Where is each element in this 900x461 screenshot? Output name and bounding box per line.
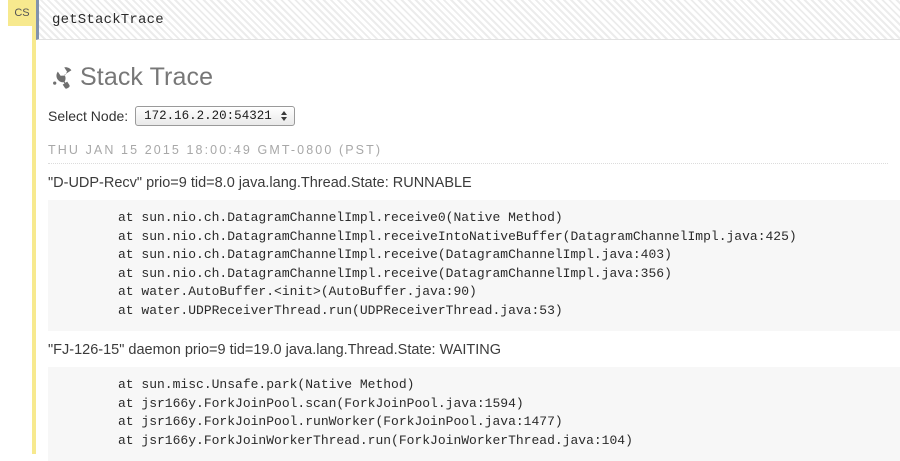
node-select-value: 172.16.2.20:54321 (144, 109, 272, 123)
select-node-label: Select Node: (48, 108, 129, 124)
thread-header: "D-UDP-Recv" prio=9 tid=8.0 java.lang.Th… (48, 175, 472, 191)
trace-timestamp: THU JAN 15 2015 18:00:49 GMT-0800 (PST) (48, 143, 888, 164)
stack-frame-line: at sun.nio.ch.DatagramChannelImpl.receiv… (118, 210, 563, 225)
stack-frame-line: at water.AutoBuffer.<init>(AutoBuffer.ja… (118, 284, 477, 299)
wrench-icon (53, 67, 72, 89)
page-title: Stack Trace (80, 62, 214, 91)
stack-frame-block: at sun.nio.ch.DatagramChannelImpl.receiv… (48, 200, 900, 331)
stack-frame-line: at jsr166y.ForkJoinPool.scan(ForkJoinPoo… (118, 395, 524, 411)
stack-frame-line: at jsr166y.ForkJoinWorkerThread.run(Fork… (118, 432, 633, 448)
command-name: getStackTrace (52, 11, 164, 28)
stack-frame-line: at sun.nio.ch.DatagramChannelImpl.receiv… (118, 247, 672, 262)
stack-frame-line: at sun.nio.ch.DatagramChannelImpl.receiv… (118, 265, 672, 281)
stack-trace-panel: Stack Trace Select Node: 172.16.2.20:543… (36, 40, 900, 461)
stack-frame-line: at water.UDPReceiverThread.run(UDPReceiv… (118, 302, 563, 318)
stack-frame-line: at sun.nio.ch.DatagramChannelImpl.receiv… (118, 228, 797, 244)
select-node-row: Select Node: 172.16.2.20:54321 (48, 105, 900, 127)
stack-frame-line: at sun.misc.Unsafe.park(Native Method) (118, 377, 415, 392)
yellow-left-rail (32, 0, 36, 454)
stack-frame-line: at jsr166y.ForkJoinPool.runWorker(ForkJo… (118, 414, 563, 429)
stack-frame-block: at sun.misc.Unsafe.park(Native Method) a… (48, 367, 900, 461)
cell-type-badge: CS (8, 0, 36, 26)
node-select[interactable]: 172.16.2.20:54321 (135, 106, 295, 126)
command-header-bar: getStackTrace (36, 0, 900, 40)
thread-header: "FJ-126-15" daemon prio=9 tid=19.0 java.… (48, 342, 502, 358)
chevron-updown-icon (280, 109, 288, 123)
section-title-row: Stack Trace (48, 62, 900, 92)
